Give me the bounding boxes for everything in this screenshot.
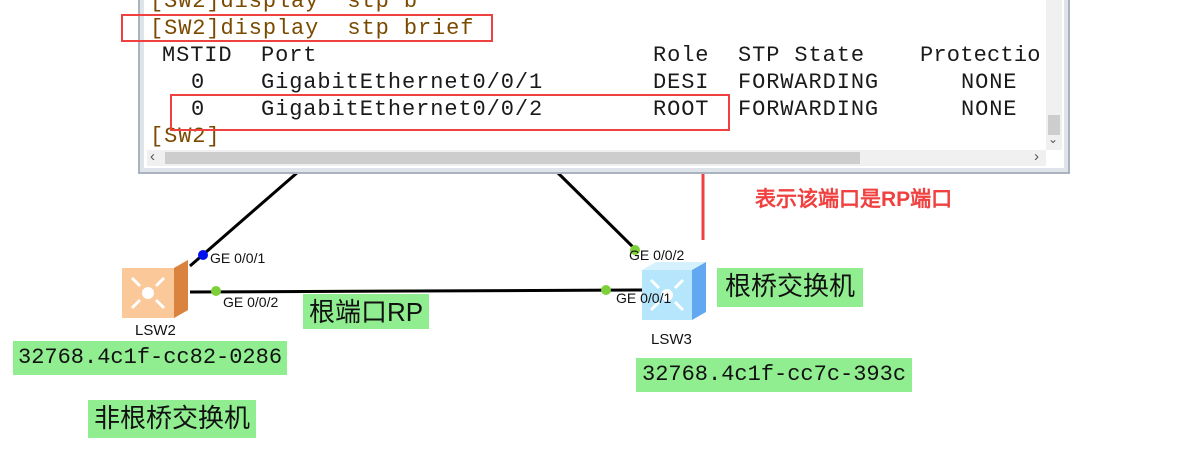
cell-protection: NONE xyxy=(961,70,1018,95)
port-label: GE 0/0/2 xyxy=(223,294,279,310)
header-mstid: MSTID xyxy=(162,43,233,68)
port-label: GE 0/0/1 xyxy=(210,250,266,266)
scroll-left-button[interactable]: ‹ xyxy=(150,148,155,165)
lsw2-bridge-id: 32768.4c1f-cc82-0286 xyxy=(13,341,288,375)
vertical-scrollbar[interactable] xyxy=(1046,0,1062,150)
scroll-right-button[interactable]: › xyxy=(1034,148,1039,165)
root-port-label: 根端口RP xyxy=(303,294,430,329)
header-port: Port xyxy=(261,43,318,68)
switch-lsw3-icon[interactable] xyxy=(642,262,706,320)
cell-role: DESI xyxy=(653,70,710,95)
terminal-line: [SW2]display stp b xyxy=(150,0,418,14)
cell-port: GigabitEthernet0/0/1 xyxy=(261,70,544,95)
cell-port: GigabitEthernet0/0/2 xyxy=(261,97,544,122)
cell-role: ROOT xyxy=(653,97,710,122)
command-highlight-box xyxy=(121,14,493,42)
switch-lsw2-icon[interactable] xyxy=(122,260,188,318)
port-label: GE 0/0/1 xyxy=(616,290,672,306)
device-name-lsw2: LSW2 xyxy=(135,322,176,339)
lsw3-bridge-id: 32768.4c1f-cc7c-393c xyxy=(636,358,913,392)
header-protection: Protectio xyxy=(920,43,1041,68)
cell-protection: NONE xyxy=(961,97,1018,122)
root-port-highlight-box xyxy=(170,94,730,131)
cell-mstid: 0 xyxy=(191,97,206,122)
header-state: STP State xyxy=(738,43,865,68)
port-label: GE 0/0/2 xyxy=(629,247,685,263)
annotation-text: 表示该端口是RP端口 xyxy=(755,188,953,211)
terminal-prompt: [SW2] xyxy=(150,124,221,149)
horizontal-scroll-thumb[interactable] xyxy=(165,152,860,164)
terminal-command: [SW2]display stp brief xyxy=(150,16,475,41)
device-name-lsw3: LSW3 xyxy=(651,331,692,348)
lsw3-role-label: 根桥交换机 xyxy=(717,268,864,307)
scroll-down-button[interactable]: ⌄ xyxy=(1048,132,1059,146)
lsw2-role-label: 非根桥交换机 xyxy=(88,400,257,438)
cell-mstid: 0 xyxy=(191,70,206,95)
cell-state: FORWARDING xyxy=(738,70,880,95)
vertical-scroll-thumb[interactable] xyxy=(1048,115,1060,135)
cell-state: FORWARDING xyxy=(738,97,880,122)
header-role: Role xyxy=(653,43,710,68)
terminal-window: [SW2]display stp b [SW2]display stp brie… xyxy=(138,0,1070,174)
